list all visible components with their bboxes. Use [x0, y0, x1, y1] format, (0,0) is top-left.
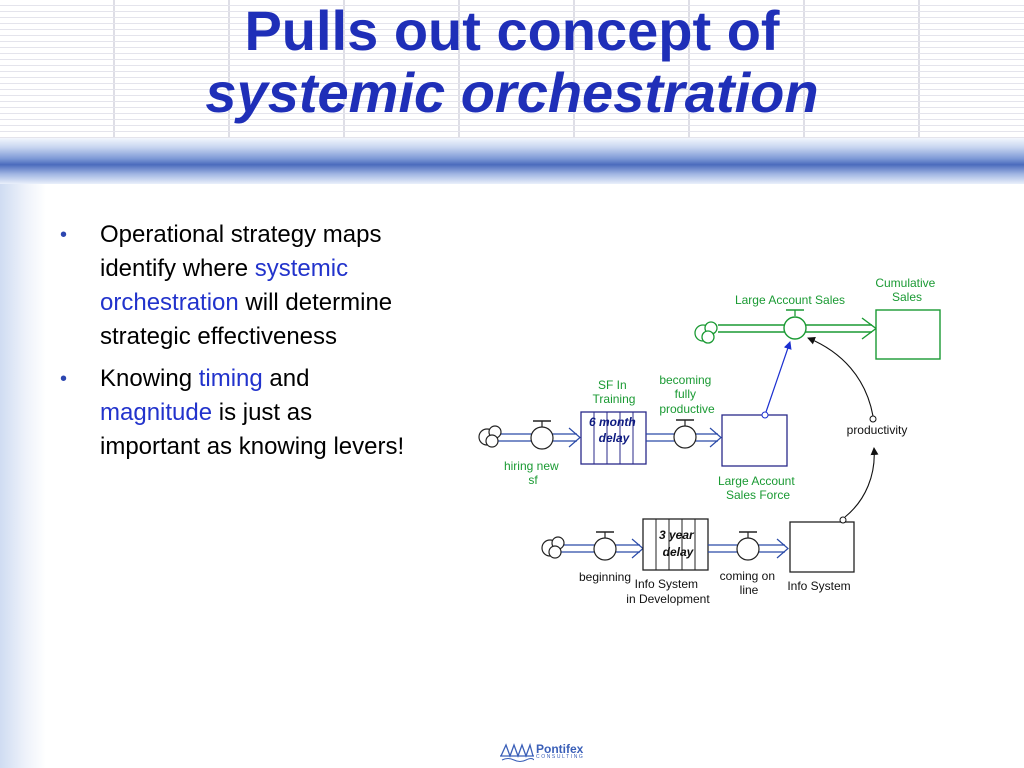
cumulative-sales-label: Cumulative Sales: [875, 276, 938, 304]
productive-valve: [673, 419, 697, 449]
info-system-stock: [789, 521, 855, 573]
training-delay-label: 6 month delay: [589, 415, 639, 445]
bullet-2-highlight-timing: timing: [198, 365, 263, 392]
title-divider-bar: [0, 138, 1024, 184]
sales-source-cloud-icon: [694, 321, 718, 344]
beginning-source-cloud-icon: [541, 536, 565, 559]
beginning-valve: [593, 531, 617, 561]
sf-in-training-conveyor: [580, 411, 647, 465]
pontifex-logo: Pontifex CONSULTING: [500, 740, 600, 764]
bridge-logo-icon: [500, 742, 534, 762]
coming-on-line-label: coming on line: [720, 569, 779, 597]
bullet-2-highlight-magnitude: magnitude: [100, 399, 213, 426]
bullet-1-text-cont: will determine strategic effectiveness: [100, 289, 393, 350]
bullet-1-highlight: systemic orchestration: [100, 255, 349, 316]
logo-subtitle: CONSULTING: [536, 754, 585, 760]
cumulative-sales-stock: [875, 309, 941, 360]
bullet-item-1: • Operational strategy maps identify whe…: [58, 218, 418, 354]
bullet-list: • Operational strategy maps identify whe…: [58, 218, 418, 472]
sf-in-training-label: SF In Training: [593, 378, 636, 406]
info-system-in-development-label: Info System in Development: [626, 577, 710, 606]
bullet-2-text-end: is just as important as knowing levers!: [100, 399, 405, 460]
dev-delay-label: 3 year delay: [659, 528, 697, 559]
info-system-development-conveyor: [642, 518, 709, 571]
productivity-auxiliary: [869, 415, 877, 423]
beginning-label: beginning: [579, 570, 631, 584]
hiring-valve: [530, 420, 554, 450]
left-gradient-decoration: [0, 150, 46, 768]
large-account-sales-label: Large Account Sales: [735, 293, 845, 307]
info-system-to-productivity-link: [839, 447, 879, 524]
title-line-1: Pulls out concept of: [244, 0, 780, 62]
slide-title: Pulls out concept of systemic orchestrat…: [0, 0, 1024, 124]
productivity-label: productivity: [847, 423, 908, 437]
bullet-dot-icon: •: [60, 368, 68, 390]
info-system-label: Info System: [787, 579, 850, 593]
sales-valve: [783, 309, 807, 340]
bullet-2-text: Knowing: [100, 365, 199, 392]
bullet-dot-icon: •: [60, 224, 68, 246]
hiring-source-cloud-icon: [478, 425, 502, 448]
becoming-fully-productive-label: becoming fully productive: [659, 373, 715, 416]
bullet-2-text-and: and: [262, 365, 310, 392]
sales-force-to-sales-link: [761, 341, 792, 419]
coming-on-line-valve: [736, 531, 760, 561]
bullet-item-2: • Knowing timing and magnitude is just a…: [58, 362, 418, 464]
large-account-sales-force-label: Large Account Sales Force: [718, 474, 798, 502]
title-line-2: systemic orchestration: [205, 61, 819, 124]
bullet-1-text: Operational strategy maps identify where: [100, 221, 382, 282]
productivity-to-sales-link: [807, 336, 874, 417]
hiring-new-sf-label: hiring new sf: [504, 459, 562, 487]
large-account-sales-force-stock: [721, 414, 788, 467]
logo-name: Pontifex: [536, 742, 584, 756]
title-grid-background: [0, 0, 1024, 138]
